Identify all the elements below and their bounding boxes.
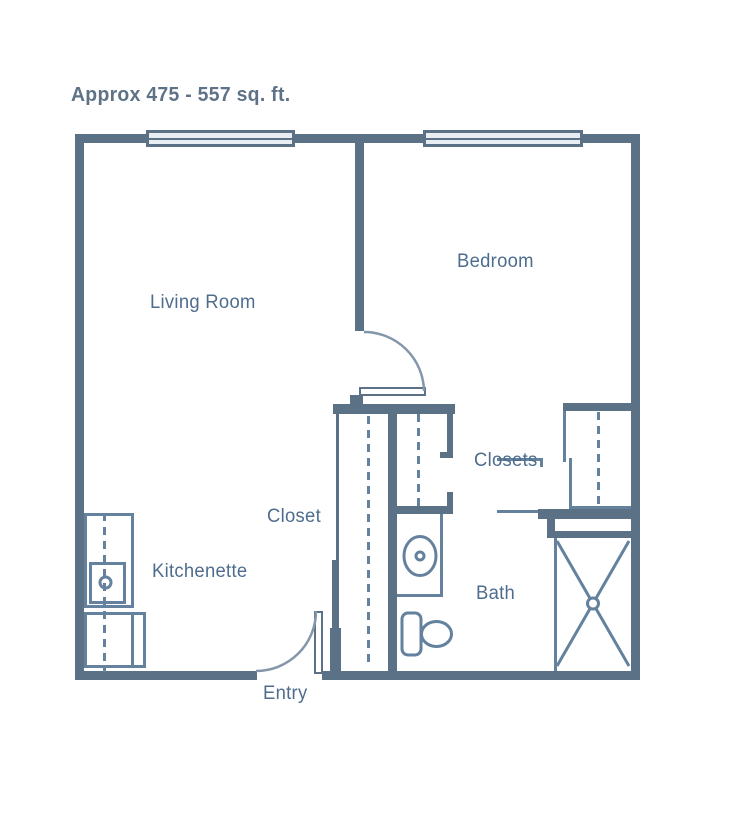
line-bath-north-cap bbox=[540, 458, 543, 467]
wall-closet-left-thick bbox=[330, 628, 341, 671]
wall-top-left bbox=[75, 134, 146, 143]
dash-entry-closet bbox=[367, 416, 370, 668]
bath-sink bbox=[402, 535, 438, 577]
line-bedroom-closet-bottom bbox=[569, 506, 631, 510]
window-pane-line bbox=[149, 137, 292, 140]
label-closets: Closets bbox=[474, 450, 538, 471]
line-vanity-bottom bbox=[397, 594, 441, 597]
kitchenette-appliance bbox=[84, 612, 146, 668]
line-shower-left bbox=[554, 538, 557, 671]
toilet-tank bbox=[400, 611, 423, 657]
shower-drain bbox=[586, 596, 600, 611]
bedroom-door-arc bbox=[363, 330, 426, 392]
label-living-room: Living Room bbox=[150, 292, 256, 313]
wall-closet-bath-divider bbox=[388, 414, 397, 671]
toilet-bowl bbox=[420, 620, 453, 648]
line-vanity-right bbox=[440, 514, 443, 597]
kitchenette-sink-drain bbox=[98, 575, 113, 590]
wall-closet-top bbox=[333, 404, 455, 414]
appliance-door-line bbox=[131, 615, 134, 665]
wall-midcloset-bottom bbox=[390, 506, 453, 514]
wall-bottom-left bbox=[75, 671, 257, 680]
line-bedroom-closet-left bbox=[563, 411, 566, 462]
wall-bedroom-divider bbox=[355, 134, 364, 331]
dash-mid-closet bbox=[417, 414, 420, 510]
wall-closet-left-thin bbox=[336, 414, 339, 560]
label-closet: Closet bbox=[267, 506, 321, 527]
kitchenette-counter bbox=[84, 513, 134, 608]
label-entry: Entry bbox=[263, 683, 308, 704]
label-bedroom: Bedroom bbox=[457, 251, 534, 272]
bedroom-window bbox=[423, 130, 583, 147]
wall-shower-inner-top bbox=[555, 531, 631, 538]
entry-door-panel bbox=[314, 611, 323, 674]
living-room-window bbox=[146, 130, 295, 147]
bath-sink-drain bbox=[414, 550, 426, 562]
wall-top-right bbox=[583, 134, 640, 143]
wall-closet-left-mid bbox=[332, 560, 339, 628]
line-bath-north bbox=[497, 458, 541, 461]
wall-right bbox=[631, 134, 640, 680]
dash-bedroom-closet bbox=[597, 412, 600, 509]
dash-kitchenette bbox=[103, 513, 106, 672]
wall-midcloset-right bbox=[447, 414, 453, 458]
entry-door-arc bbox=[255, 610, 318, 673]
wall-shower-corner bbox=[547, 519, 555, 538]
wall-bottom-right bbox=[322, 671, 640, 680]
bedroom-door-panel bbox=[359, 387, 426, 396]
wall-door-stub bbox=[350, 395, 363, 404]
wall-midcloset-stub-lower bbox=[447, 492, 453, 506]
label-bath: Bath bbox=[476, 583, 516, 604]
wall-left bbox=[75, 134, 84, 680]
wall-bedroom-closet-top bbox=[563, 403, 631, 411]
line-bedroom-closet-inner bbox=[569, 458, 572, 509]
window-pane-line bbox=[426, 137, 580, 140]
wall-midcloset-stub bbox=[440, 452, 453, 458]
wall-shower-top bbox=[538, 509, 632, 519]
kitchenette-sink bbox=[89, 562, 126, 604]
line-bath-south bbox=[497, 510, 538, 513]
label-kitchenette: Kitchenette bbox=[152, 561, 248, 582]
plan-title: Approx 475 - 557 sq. ft. bbox=[71, 84, 291, 106]
